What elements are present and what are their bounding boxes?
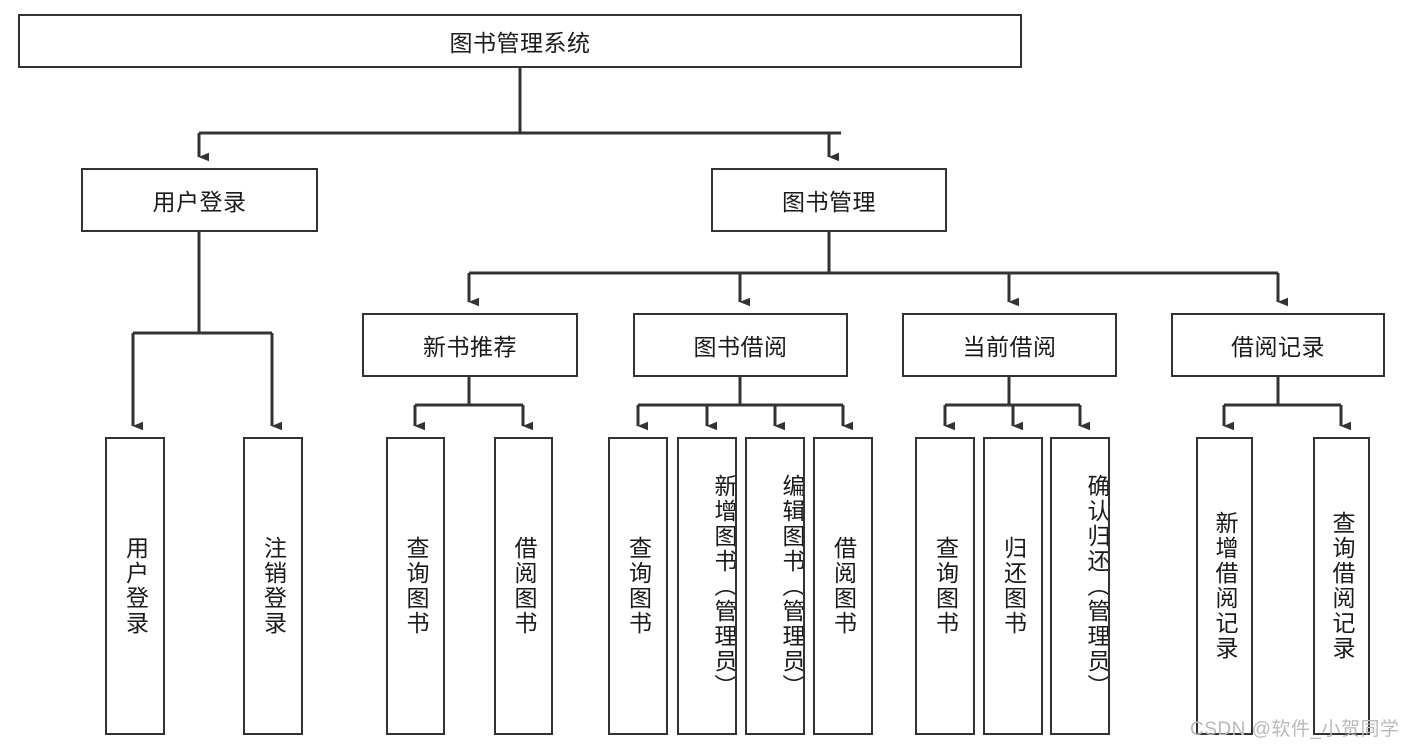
leaf-book-borrow-query-book[interactable]: 查询图书 [608,437,668,735]
leaf-book-borrow-edit-book-admin[interactable]: 编辑图书（管理员） [745,437,805,735]
node-root-library-system[interactable]: 图书管理系统 [18,14,1022,68]
leaf-new-book-borrow-book[interactable]: 借阅图书 [494,437,553,735]
node-book-management[interactable]: 图书管理 [711,168,947,232]
node-current-borrow[interactable]: 当前借阅 [902,313,1117,377]
leaf-new-book-query-book[interactable]: 查询图书 [386,437,445,735]
leaf-current-borrow-query-book[interactable]: 查询图书 [915,437,975,735]
leaf-borrow-record-query-record[interactable]: 查询借阅记录 [1313,437,1370,735]
leaf-user-login-logout[interactable]: 注销登录 [243,437,303,735]
node-user-login[interactable]: 用户登录 [81,168,318,232]
node-borrow-record[interactable]: 借阅记录 [1171,313,1385,377]
csdn-watermark: CSDN @软件_小贺同学 [1190,719,1400,740]
leaf-current-borrow-return-book[interactable]: 归还图书 [983,437,1043,735]
leaf-user-login-login[interactable]: 用户登录 [105,437,165,735]
node-book-borrow[interactable]: 图书借阅 [633,313,848,377]
leaf-book-borrow-borrow-book[interactable]: 借阅图书 [813,437,873,735]
leaf-book-borrow-add-book-admin[interactable]: 新增图书（管理员） [677,437,737,735]
leaf-current-borrow-confirm-return-admin[interactable]: 确认归还（管理员） [1050,437,1110,735]
node-new-book-recommend[interactable]: 新书推荐 [362,313,578,377]
leaf-borrow-record-add-record[interactable]: 新增借阅记录 [1196,437,1253,735]
